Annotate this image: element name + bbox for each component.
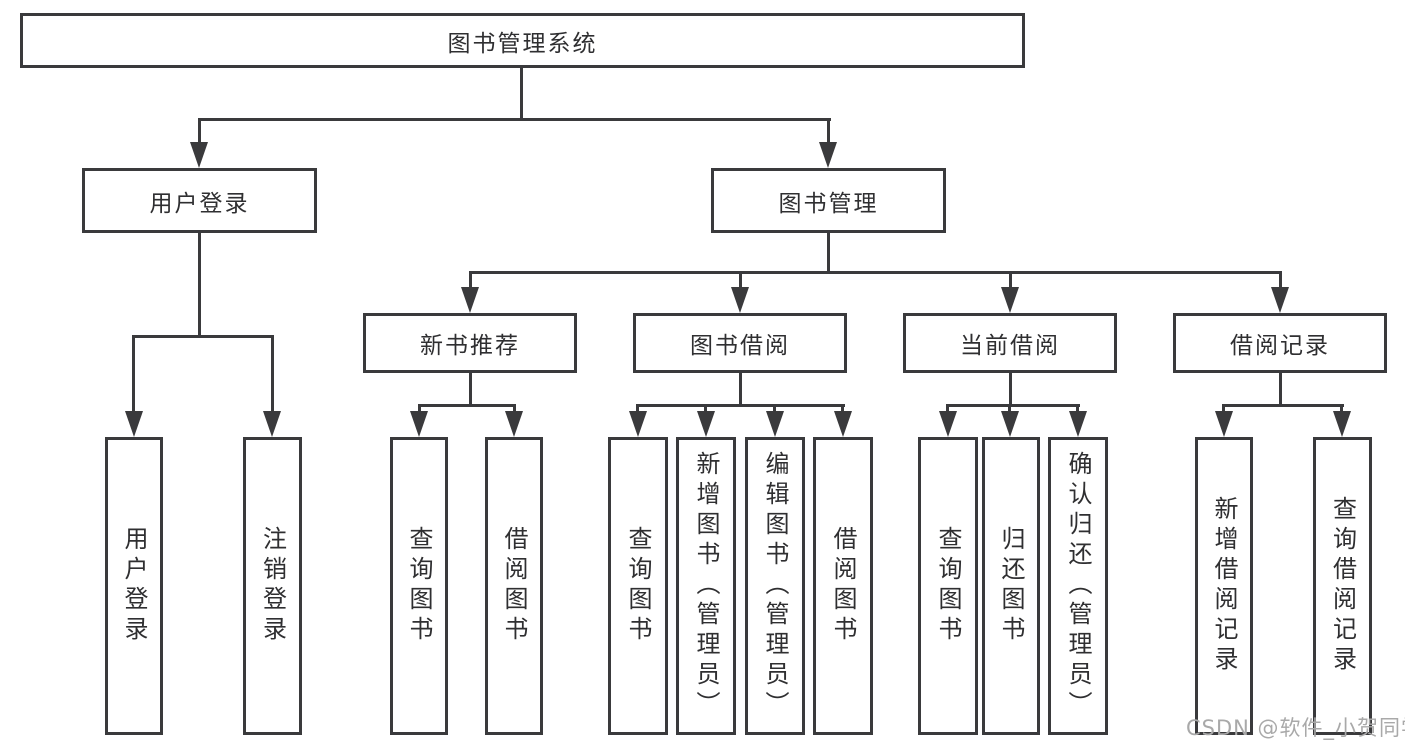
leaf-label: 注销登录 (258, 526, 287, 646)
connector-borrowing-bar (636, 404, 845, 407)
connector-borrowing-stub-4 (841, 404, 844, 413)
arrow-down-icon (629, 411, 647, 437)
leaf-label: 归还图书 (997, 526, 1025, 646)
connector-root-stub-left (198, 118, 201, 146)
arrow-down-icon (263, 411, 281, 437)
connector-bookmgmt-stub-2 (739, 271, 742, 287)
arrow-down-icon (461, 287, 479, 313)
arrow-down-icon (731, 287, 749, 313)
leaf-borrow-books-borrowing: 借阅图书 (813, 437, 873, 735)
connector-bookmgmt-drop (827, 233, 830, 274)
connector-current-stub-3 (1076, 404, 1079, 413)
leaf-label: 查询借阅记录 (1328, 496, 1357, 676)
connector-current-bar (946, 404, 1080, 407)
arrow-down-icon (1333, 411, 1351, 437)
connector-current-stub-1 (946, 404, 949, 413)
leaf-user-login: 用户登录 (105, 437, 163, 735)
node-borrowing-records: 借阅记录 (1173, 313, 1387, 373)
connector-borrowing-stub-1 (636, 404, 639, 413)
connector-root-drop (520, 68, 523, 120)
connector-borrowing-drop (739, 373, 742, 407)
leaf-label: 新增图书（管理员） (692, 451, 720, 721)
arrow-down-icon (834, 411, 852, 437)
connector-current-stub-2 (1008, 404, 1011, 413)
connector-userlogin-bar (133, 335, 273, 338)
connector-bookmgmt-bar (469, 271, 1282, 274)
connector-userlogin-stub-2 (271, 335, 274, 413)
leaf-query-books-current: 查询图书 (918, 437, 978, 735)
connector-records-bar (1222, 404, 1344, 407)
arrow-down-icon (697, 411, 715, 437)
leaf-label: 查询图书 (934, 526, 962, 646)
node-new-book-recommend: 新书推荐 (363, 313, 577, 373)
connector-newbook-stub-1 (418, 404, 421, 413)
connector-records-stub-2 (1340, 404, 1343, 413)
leaf-return-books: 归还图书 (982, 437, 1040, 735)
connector-bookmgmt-stub-1 (469, 271, 472, 287)
leaf-label: 借阅图书 (829, 526, 857, 646)
node-book-borrowing: 图书借阅 (633, 313, 847, 373)
arrow-down-icon (190, 142, 208, 168)
node-book-management: 图书管理 (711, 168, 946, 233)
connector-root-bar (198, 118, 831, 121)
connector-borrowing-stub-2 (704, 404, 707, 413)
leaf-label: 用户登录 (120, 526, 148, 646)
leaf-query-books-borrowing: 查询图书 (608, 437, 668, 735)
connector-bookmgmt-stub-3 (1009, 271, 1012, 287)
arrow-down-icon (1069, 411, 1087, 437)
leaf-query-borrow-record: 查询借阅记录 (1313, 437, 1372, 735)
arrow-down-icon (1001, 411, 1019, 437)
node-current-borrowing: 当前借阅 (903, 313, 1117, 373)
arrow-down-icon (505, 411, 523, 437)
node-root: 图书管理系统 (20, 13, 1025, 68)
connector-newbook-stub-2 (513, 404, 516, 413)
leaf-label: 借阅图书 (500, 526, 528, 646)
leaf-label: 新增借阅记录 (1210, 496, 1238, 676)
connector-current-drop (1009, 373, 1012, 407)
connector-userlogin-drop (198, 233, 201, 337)
leaf-label: 查询图书 (624, 526, 652, 646)
connector-root-stub-right (827, 118, 830, 146)
leaf-label: 查询图书 (405, 526, 433, 646)
leaf-label: 编辑图书（管理员） (761, 451, 789, 721)
leaf-add-borrow-record: 新增借阅记录 (1195, 437, 1253, 735)
arrow-down-icon (819, 142, 837, 168)
leaf-logout: 注销登录 (243, 437, 302, 735)
arrow-down-icon (939, 411, 957, 437)
connector-records-stub-1 (1222, 404, 1225, 413)
connector-newbook-bar (418, 404, 516, 407)
leaf-edit-books-admin: 编辑图书（管理员） (745, 437, 805, 735)
arrow-down-icon (1215, 411, 1233, 437)
csdn-watermark: CSDN @软件_小贺同学 (1186, 716, 1405, 740)
arrow-down-icon (766, 411, 784, 437)
leaf-add-books-admin: 新增图书（管理员） (676, 437, 736, 735)
connector-records-drop (1279, 373, 1282, 407)
arrow-down-icon (1271, 287, 1289, 313)
arrow-down-icon (410, 411, 428, 437)
connector-borrowing-stub-3 (773, 404, 776, 413)
connector-userlogin-stub-1 (132, 335, 135, 413)
arrow-down-icon (1001, 287, 1019, 313)
leaf-confirm-return-admin: 确认归还（管理员） (1048, 437, 1108, 735)
connector-newbook-drop (469, 373, 472, 407)
connector-bookmgmt-stub-4 (1279, 271, 1282, 287)
arrow-down-icon (125, 411, 143, 437)
node-user-login: 用户登录 (82, 168, 317, 233)
leaf-borrow-books-newbook: 借阅图书 (485, 437, 543, 735)
leaf-label: 确认归还（管理员） (1064, 451, 1092, 721)
leaf-query-books-newbook: 查询图书 (390, 437, 448, 735)
